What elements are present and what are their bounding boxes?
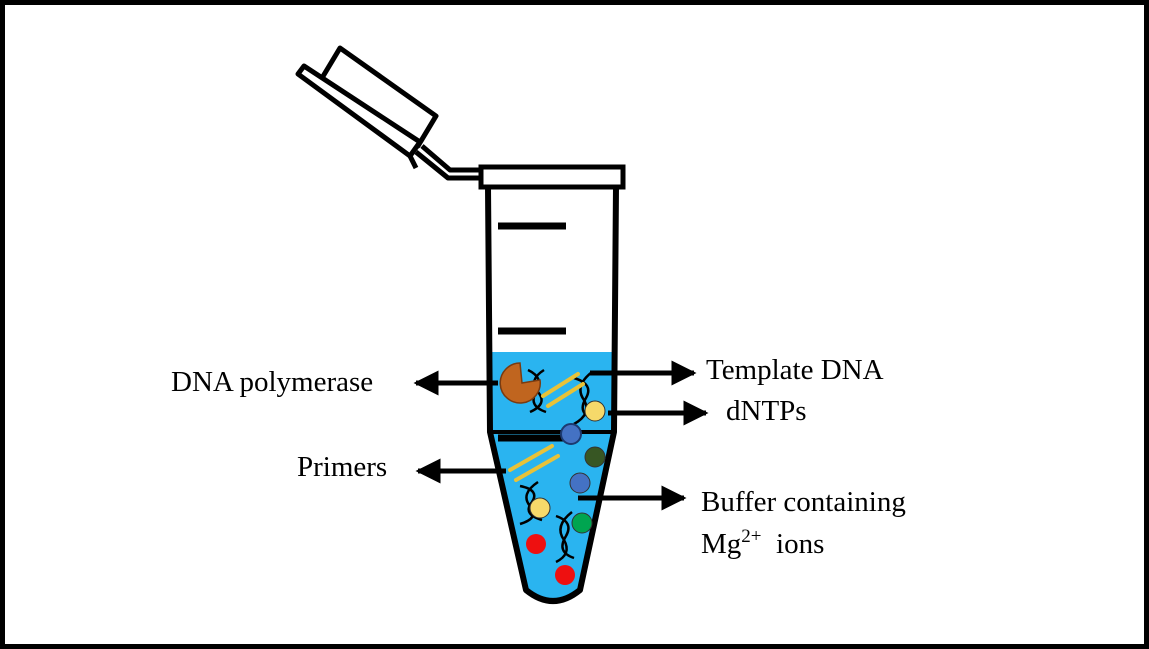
label-dna-polymerase: DNA polymerase [171,366,374,398]
label-dntps: dNTPs [726,395,807,427]
label-mg-charge: 2+ [741,526,762,547]
dntp-dots [526,400,606,585]
primer-icon [508,372,585,482]
label-mg: Mg [701,528,742,560]
label-primers: Primers [297,451,388,483]
label-buffer: Buffer containing [701,486,906,518]
label-mg-ions: Mg2+ ions [701,527,825,560]
polymerase-icon [499,362,541,404]
arrow-icon [413,360,709,511]
tube-cap-icon [295,45,485,181]
tube-body [478,164,626,604]
label-ions: ions [776,528,825,560]
label-template-dna: Template DNA [706,354,884,386]
